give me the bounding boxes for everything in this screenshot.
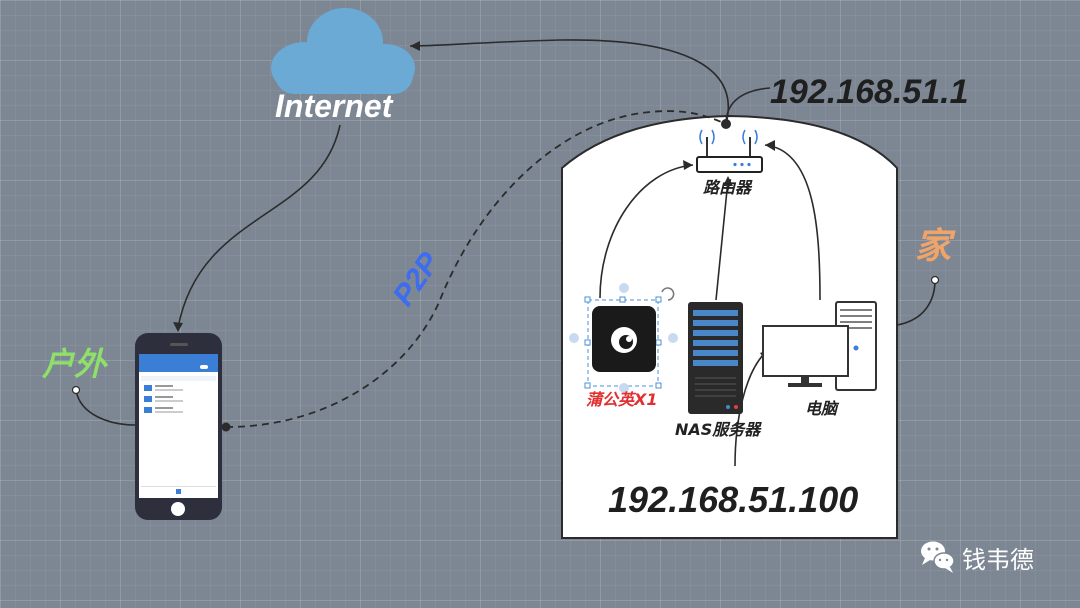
nas-server-icon [688,302,743,414]
cloud-icon [271,8,415,94]
pgy-label: 蒲公英X1 [586,390,657,409]
pc-label: 电脑 [805,399,840,418]
nas-ip-label: 192.168.51.100 [608,479,858,520]
wechat-icon [921,541,955,573]
phone-icon [135,333,222,520]
router-label: 路由器 [703,178,753,197]
outdoor-label: 户外 [41,345,109,383]
pgy-selection[interactable] [569,283,678,393]
router-internet-line [409,39,730,125]
connection-lines [75,39,936,467]
monitor-icon [762,325,849,387]
p2p-path [225,110,727,428]
internet-label: Internet [275,88,394,124]
p2p-label: P2P [387,246,447,312]
router-ip-line [725,87,771,125]
home-label-line [896,279,936,326]
outdoor-label-dot [71,385,81,395]
watermark-label: 钱韦德 [962,546,1034,574]
router-dot [721,119,731,129]
home-label-dot [930,275,940,285]
home-label: 家 [915,226,956,267]
router-nas-line [715,179,729,301]
internet-phone-line [177,124,341,329]
outdoor-label-line [75,389,136,426]
router-pgy-line [599,164,694,299]
phone-dot [221,422,231,432]
pgy-device-icon [592,306,656,372]
nas-label: NAS服务器 [675,420,762,439]
router-icon [696,129,763,173]
router-ip-label: 192.168.51.1 [770,73,969,111]
router-pc-line [764,144,821,301]
